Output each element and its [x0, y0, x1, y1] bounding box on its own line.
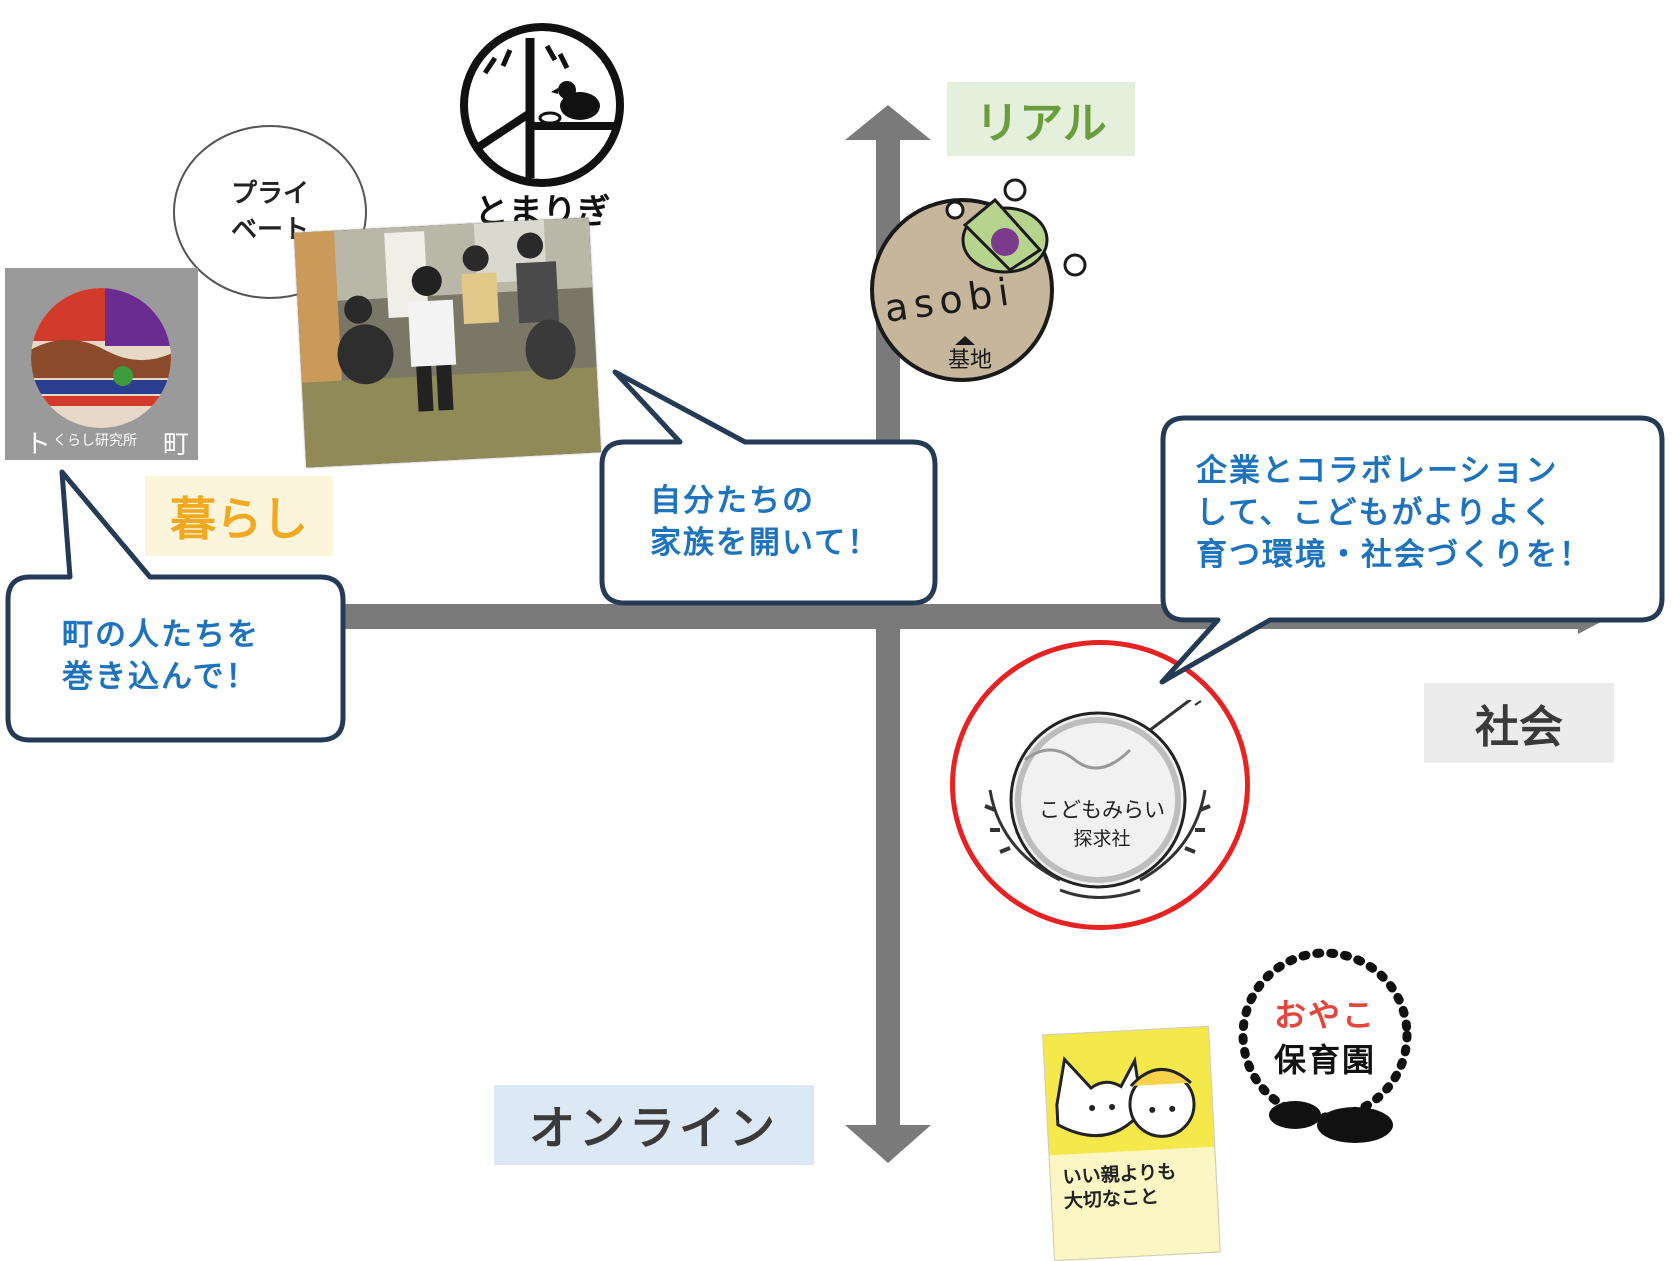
tomarigi-tree-icon [460, 23, 624, 187]
asobi-emblem-icon [870, 178, 1087, 382]
kurashi-emblem-icon: ト 町 [25, 288, 189, 460]
asobi-sub-text: 基地 [948, 348, 993, 373]
kurashi-text: くらし研究所 [53, 433, 137, 449]
bubble-company-line2: して、こどもがよりよく [1196, 495, 1555, 531]
down-arrow-head [845, 1125, 931, 1163]
dotted-ring-icon [1238, 948, 1412, 1143]
svg-text:町: 町 [163, 430, 189, 460]
book-cover: いい親よりも 大切なこと [1042, 1025, 1221, 1261]
up-arrow-head [845, 105, 931, 140]
family-photo [294, 217, 601, 468]
oyako-text-line1: おやこ [1273, 996, 1376, 1034]
book-illustration [1043, 1026, 1220, 1261]
axis-label-real: リアル [947, 82, 1135, 156]
bubble-family-line2: 家族を開いて！ [650, 525, 881, 561]
bubble-family-line1: 自分たちの [650, 483, 815, 519]
bubble-company-line3: 育つ環境・社会づくりを！ [1196, 537, 1592, 573]
oyako-text-line2: 保育園 [1273, 1041, 1376, 1079]
highlight-ring [950, 640, 1250, 930]
bubble-company-text: 企業とコラボレーション して、こどもがよりよく 育つ環境・社会づくりを！ [1196, 450, 1592, 576]
bubble-company-line1: 企業とコラボレーション [1196, 453, 1559, 489]
axis-label-online: オンライン [494, 1085, 814, 1165]
bubble-town-shape [5, 469, 346, 743]
axis-label-kurashi: 暮らし [145, 476, 333, 556]
bubble-town-text: 町の人たちを 巻き込んで！ [62, 614, 260, 698]
axis-label-shakai: 社会 [1424, 683, 1614, 763]
bubble-family-shape [599, 369, 938, 606]
private-circle: プライ ベート [173, 125, 367, 299]
svg-text:ト: ト [25, 430, 51, 460]
oyako-hoikuen-logo: おやこ 保育園 [1225, 945, 1425, 1145]
bubble-town-line1: 町の人たちを [62, 617, 260, 653]
asobi-logo: asobi 基地 [870, 170, 1100, 400]
bubble-family-text: 自分たちの 家族を開いて！ [650, 480, 880, 564]
kurashi-logo: ト 町 くらし研究所 [5, 268, 198, 460]
family-photo-image [294, 217, 601, 468]
private-label-line1: プライ [230, 179, 309, 209]
tomarigi-logo: とまりぎ [455, 18, 630, 233]
bubble-company-shape [1159, 415, 1665, 685]
bubble-town-line2: 巻き込んで！ [62, 659, 259, 695]
